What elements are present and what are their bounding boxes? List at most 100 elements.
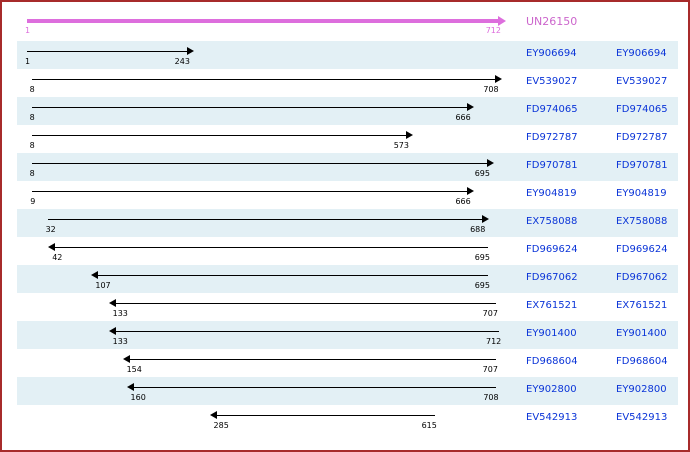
hit-accession-link[interactable]: EV542913 — [526, 412, 578, 423]
alignment-bar[interactable] — [32, 191, 469, 192]
hit-row-background — [17, 321, 678, 349]
hit-accession-description[interactable]: EX758088 — [616, 216, 668, 227]
hit-accession-description[interactable]: EY904819 — [616, 188, 667, 199]
hit-accession-description[interactable]: FD969624 — [616, 244, 668, 255]
hit-end-coord: 695 — [474, 281, 490, 290]
hit-row[interactable]: 9 666 EY904819 EY904819 — [2, 181, 688, 209]
hit-end-coord: 695 — [474, 169, 490, 178]
hit-accession-description[interactable]: FD974065 — [616, 104, 668, 115]
hit-accession-description[interactable]: FD968604 — [616, 356, 668, 367]
hit-start-coord: 9 — [30, 197, 36, 206]
hit-accession-link[interactable]: EX758088 — [526, 216, 578, 227]
hit-accession-link[interactable]: EY902800 — [526, 384, 577, 395]
hit-row-background — [17, 405, 678, 433]
query-start-label: 1 — [25, 26, 31, 35]
alignment-bar[interactable] — [31, 163, 488, 164]
hit-end-coord: 688 — [470, 225, 486, 234]
hit-accession-link[interactable]: EV539027 — [526, 76, 578, 87]
hit-accession-description[interactable]: EY901400 — [616, 328, 667, 339]
hit-row[interactable]: 8 695 FD970781 FD970781 — [2, 153, 688, 181]
hit-accession-link[interactable]: FD970781 — [526, 160, 578, 171]
arrow-left-icon — [48, 243, 56, 251]
hit-end-coord: 695 — [474, 253, 490, 262]
hit-end-coord: 708 — [483, 85, 499, 94]
alignment-bar[interactable] — [114, 331, 499, 332]
arrow-left-icon — [209, 411, 217, 419]
query-track: 1 712 UN26150 — [2, 2, 688, 41]
hit-start-coord: 1 — [25, 57, 31, 66]
hit-end-coord: 243 — [174, 57, 190, 66]
hit-start-coord: 285 — [213, 421, 229, 430]
arrow-right-icon — [467, 187, 475, 195]
hit-start-coord: 8 — [29, 141, 35, 150]
arrow-right-icon — [467, 103, 475, 111]
alignment-bar[interactable] — [54, 247, 488, 248]
hit-row[interactable]: 285 615 EV542913 EV542913 — [2, 405, 688, 433]
hit-accession-description[interactable]: EV542913 — [616, 412, 668, 423]
hit-end-coord: 708 — [483, 393, 499, 402]
arrow-left-icon — [108, 299, 116, 307]
hit-row-background — [17, 209, 678, 237]
hit-accession-link[interactable]: FD968604 — [526, 356, 578, 367]
hit-start-coord: 133 — [112, 337, 128, 346]
hit-accession-description[interactable]: FD967062 — [616, 272, 668, 283]
hit-accession-description[interactable]: FD970781 — [616, 160, 668, 171]
hit-end-coord: 666 — [455, 197, 471, 206]
hit-row[interactable]: 1 243 EY906694 EY906694 — [2, 41, 688, 69]
hit-accession-link[interactable]: FD969624 — [526, 244, 578, 255]
alignment-bar[interactable] — [31, 107, 469, 108]
query-bar — [27, 16, 506, 26]
hit-start-coord: 8 — [29, 169, 35, 178]
hit-start-coord: 32 — [45, 225, 56, 234]
hit-row[interactable]: 32 688 EX758088 EX758088 — [2, 209, 688, 237]
hit-accession-description[interactable]: EV539027 — [616, 76, 668, 87]
alignment-bar[interactable] — [27, 51, 188, 52]
hit-accession-link[interactable]: FD972787 — [526, 132, 578, 143]
hit-accession-description[interactable]: FD972787 — [616, 132, 668, 143]
alignment-bar[interactable] — [215, 415, 435, 416]
hit-accession-link[interactable]: FD974065 — [526, 104, 578, 115]
alignment-bar[interactable] — [97, 275, 488, 276]
hit-end-coord: 615 — [421, 421, 437, 430]
hit-accession-link[interactable]: EY906694 — [526, 48, 577, 59]
hit-row-background — [17, 41, 678, 69]
hit-accession-link[interactable]: EY904819 — [526, 188, 577, 199]
alignment-bar[interactable] — [31, 79, 497, 80]
arrow-right-icon — [186, 47, 194, 55]
hit-accession-description[interactable]: EY906694 — [616, 48, 667, 59]
alignment-bar[interactable] — [114, 303, 496, 304]
hit-row[interactable]: 8 573 FD972787 FD972787 — [2, 125, 688, 153]
hit-row[interactable]: 107 695 FD967062 FD967062 — [2, 265, 688, 293]
hit-start-coord: 107 — [95, 281, 111, 290]
hit-row[interactable]: 8 708 EV539027 EV539027 — [2, 69, 688, 97]
hit-accession-link[interactable]: EY901400 — [526, 328, 577, 339]
hit-start-coord: 8 — [29, 113, 35, 122]
hit-row-background — [17, 349, 678, 377]
alignment-bar[interactable] — [47, 219, 484, 220]
hit-accession-description[interactable]: EX761521 — [616, 300, 668, 311]
alignment-bar[interactable] — [31, 135, 407, 136]
arrow-right-icon — [495, 75, 503, 83]
hit-end-coord: 573 — [393, 141, 409, 150]
hit-accession-link[interactable]: FD967062 — [526, 272, 578, 283]
arrow-right-icon — [405, 131, 413, 139]
query-title: UN26150 — [526, 15, 578, 28]
hit-accession-description[interactable]: EY902800 — [616, 384, 667, 395]
hit-row-background — [17, 237, 678, 265]
alignment-bar[interactable] — [132, 387, 497, 388]
hit-start-coord: 8 — [29, 85, 35, 94]
hit-row-background — [17, 69, 678, 97]
alignment-bar[interactable] — [128, 359, 496, 360]
hit-accession-link[interactable]: EX761521 — [526, 300, 578, 311]
query-end-label: 712 — [485, 26, 501, 35]
arrow-left-icon — [122, 355, 130, 363]
arrow-left-icon — [91, 271, 99, 279]
arrow-left-icon — [108, 327, 116, 335]
